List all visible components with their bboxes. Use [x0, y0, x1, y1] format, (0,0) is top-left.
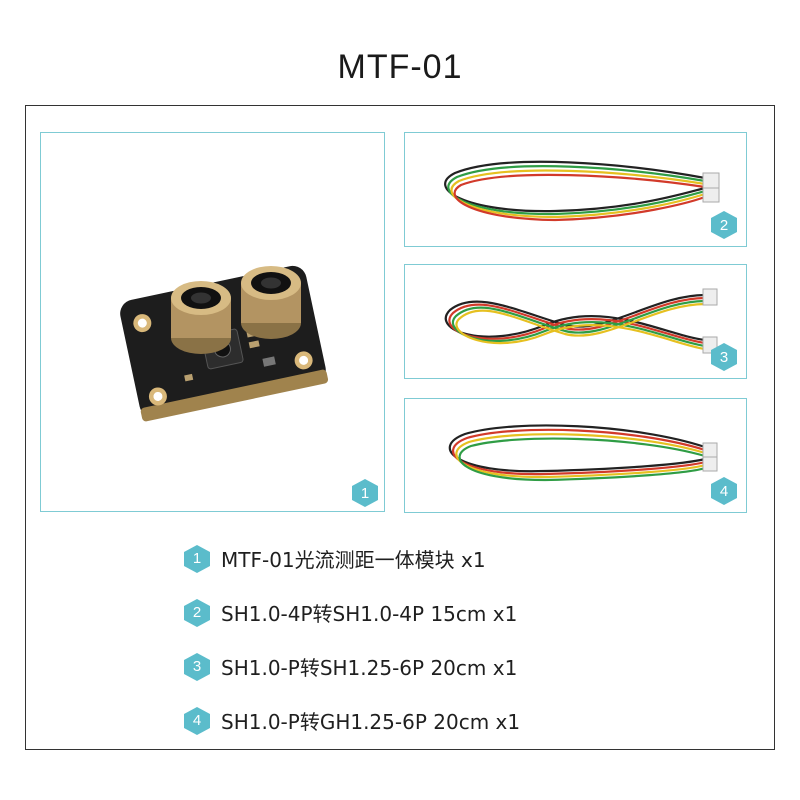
cable-photo-panel-2: 2	[404, 132, 747, 247]
module-photo-panel: 1	[40, 132, 385, 512]
item-text: SH1.0-P转SH1.25-6P 20cm x1	[221, 656, 518, 680]
item-number-badge: 4	[183, 706, 211, 736]
item-number-badge: 2	[183, 598, 211, 628]
list-item: 3 SH1.0-P转SH1.25-6P 20cm x1	[183, 652, 520, 682]
optical-flow-module-image	[120, 265, 329, 422]
item-number-badge: 3	[183, 652, 211, 682]
lens-right	[241, 266, 301, 339]
contents-list: 1 MTF-01光流测距一体模块 x1 2 SH1.0-4P转SH1.0-4P …	[183, 544, 521, 761]
panel-number-badge: 4	[710, 476, 738, 506]
panel-number-badge: 3	[710, 342, 738, 372]
cable-photo-panel-4: 4	[404, 398, 747, 513]
list-item: 2 SH1.0-4P转SH1.0-4P 15cm x1	[183, 598, 520, 628]
cable-image	[444, 288, 718, 354]
panel-number-badge: 2	[710, 210, 738, 240]
item-text: SH1.0-4P转SH1.0-4P 15cm x1	[221, 602, 518, 626]
cable-image	[448, 424, 718, 482]
lens-left	[171, 281, 231, 354]
cable-photo-panel-3: 3	[404, 264, 747, 379]
list-item: 4 SH1.0-P转GH1.25-6P 20cm x1	[183, 706, 521, 736]
item-text: SH1.0-P转GH1.25-6P 20cm x1	[221, 710, 521, 734]
item-text: MTF-01光流测距一体模块 x1	[221, 548, 486, 572]
cable-image	[444, 160, 720, 222]
panel-number-badge: 1	[351, 478, 379, 508]
item-number-badge: 1	[183, 544, 211, 574]
package-contents-frame	[25, 105, 775, 750]
list-item: 1 MTF-01光流测距一体模块 x1	[183, 544, 520, 574]
page-title: MTF-01	[337, 48, 463, 86]
